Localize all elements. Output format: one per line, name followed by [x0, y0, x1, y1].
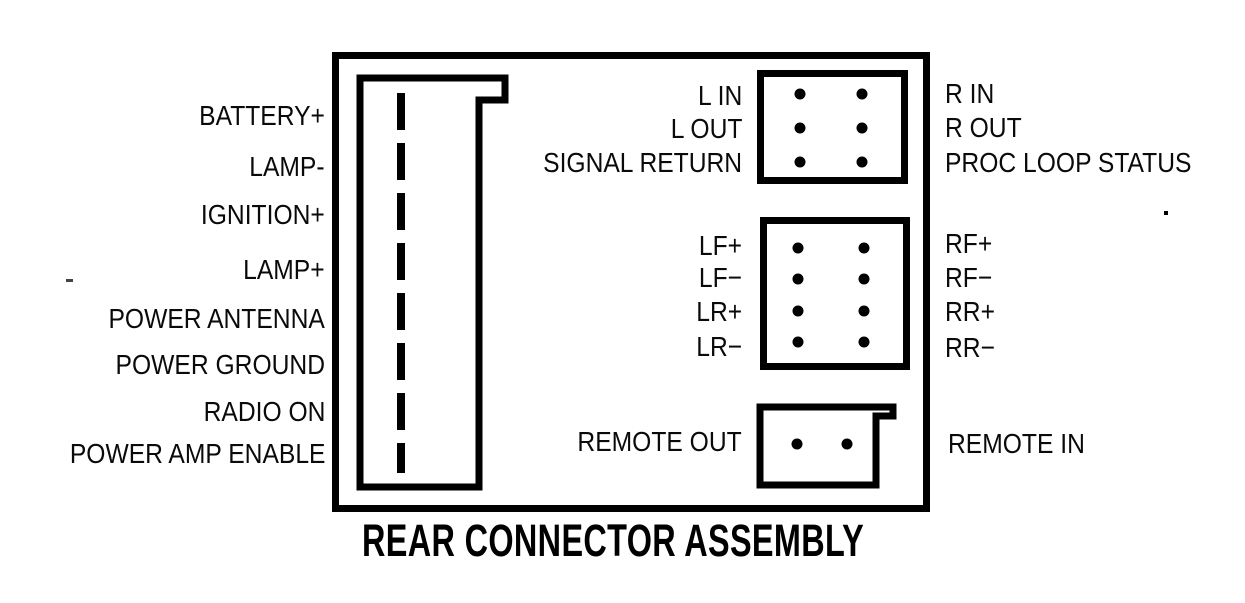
line-block-pins — [794, 88, 868, 168]
label-l-in: L IN — [697, 80, 742, 111]
label-radio-on: RADIO ON — [203, 396, 325, 427]
label-r-out: R OUT — [945, 112, 1022, 143]
label-power-ground: POWER GROUND — [115, 349, 325, 380]
pin-dot — [858, 273, 870, 285]
label-rf-plus: RF+ — [945, 228, 993, 259]
label-battery-plus: BATTERY+ — [199, 100, 325, 131]
label-lf-minus: LF− — [698, 262, 742, 293]
label-lr-plus: LR+ — [696, 296, 742, 327]
label-lr-minus: LR− — [696, 331, 742, 362]
power-connector-outline — [356, 74, 509, 491]
label-power-amp-enable: POWER AMP ENABLE — [69, 438, 325, 469]
label-signal-return: SIGNAL RETURN — [543, 147, 742, 178]
speaker-block-outline — [760, 217, 910, 370]
label-lamp-plus: LAMP+ — [243, 254, 325, 285]
pin-dot — [792, 273, 804, 285]
scan-speck — [66, 279, 73, 282]
pin-dot — [794, 88, 806, 100]
speaker-block-pins — [792, 242, 870, 348]
pin-dot — [856, 122, 868, 134]
label-rr-plus: RR+ — [945, 296, 995, 327]
pin-dot — [858, 305, 870, 317]
pin-dot — [858, 242, 870, 254]
label-r-in: R IN — [945, 78, 995, 109]
label-proc-loop-status: PROC LOOP STATUS — [945, 147, 1192, 178]
pin-dot — [856, 88, 868, 100]
label-lamp-minus: LAMP- — [249, 151, 325, 182]
pin-dot — [794, 122, 806, 134]
diagram-title: REAR CONNECTOR ASSEMBLY — [362, 515, 865, 566]
pin-dot — [791, 438, 803, 450]
label-remote-in: REMOTE IN — [948, 428, 1085, 459]
assembly-outline — [332, 52, 930, 512]
pin-dot — [794, 156, 806, 168]
pin-dot — [856, 156, 868, 168]
pin-dot — [858, 336, 870, 348]
pin-dot — [792, 242, 804, 254]
pin-dot — [792, 305, 804, 317]
pin-dot — [792, 336, 804, 348]
scan-speck — [1164, 211, 1168, 215]
remote-block-outline — [756, 403, 897, 489]
line-block-outline — [757, 70, 908, 184]
label-lf-plus: LF+ — [698, 230, 742, 261]
label-remote-out: REMOTE OUT — [577, 426, 742, 457]
label-power-antenna: POWER ANTENNA — [108, 303, 325, 334]
pin-dot — [841, 438, 853, 450]
label-rf-minus: RF− — [945, 262, 993, 293]
remote-block-pins — [791, 438, 853, 450]
label-ignition-plus: IGNITION+ — [201, 199, 325, 230]
label-l-out: L OUT — [670, 113, 742, 144]
label-rr-minus: RR− — [945, 332, 995, 363]
